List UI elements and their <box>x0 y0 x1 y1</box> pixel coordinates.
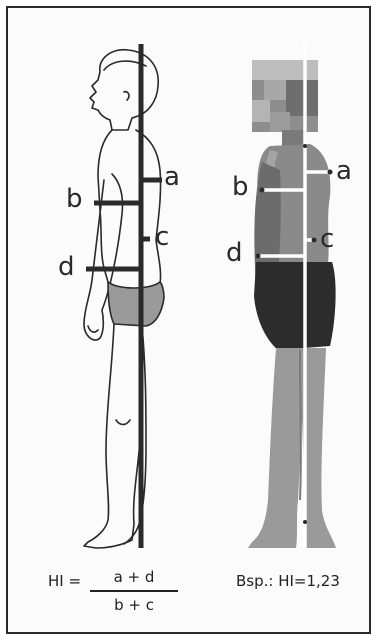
formula-fraction: a + d b + c <box>86 566 182 616</box>
right-label-d: d <box>226 240 243 266</box>
photo-figure <box>248 60 336 548</box>
torso-outline <box>98 130 161 290</box>
left-label-d: d <box>58 254 75 280</box>
left-label-a: a <box>164 164 180 190</box>
knee-detail <box>116 420 130 425</box>
photo-shorts <box>254 262 336 350</box>
back-leg-outline <box>84 324 142 548</box>
right-axis-marker-bottom <box>303 520 307 524</box>
right-axis-marker-top <box>303 144 307 148</box>
ear <box>124 92 129 100</box>
fraction-bar <box>90 590 178 592</box>
formula-numerator: a + d <box>86 566 182 588</box>
formula-lhs: HI = <box>48 572 81 590</box>
right-label-a: a <box>336 158 352 184</box>
hand-detail <box>88 326 98 332</box>
line-drawing-figure <box>84 50 164 548</box>
right-label-c: c <box>320 226 334 252</box>
photo-legs <box>248 348 336 548</box>
example-value: Bsp.: HI=1,23 <box>236 572 340 590</box>
left-label-c: c <box>155 224 169 250</box>
left-label-b: b <box>66 186 83 212</box>
formula-denominator: b + c <box>86 594 182 616</box>
shorts <box>108 282 164 326</box>
right-label-b: b <box>232 174 249 200</box>
